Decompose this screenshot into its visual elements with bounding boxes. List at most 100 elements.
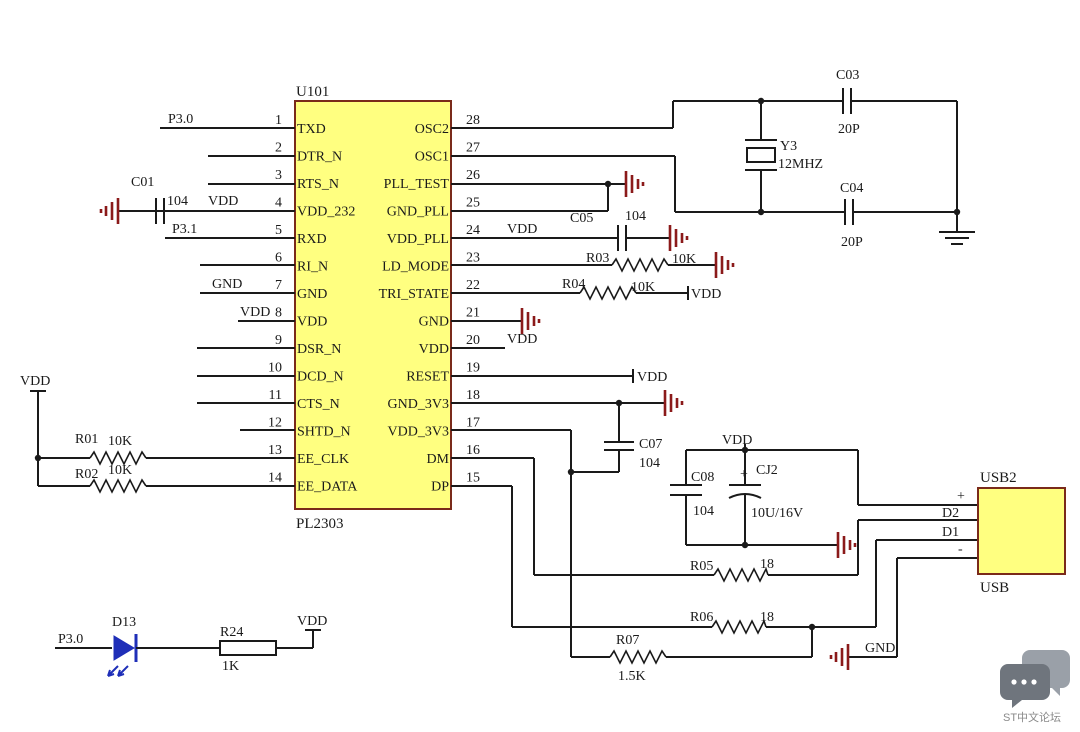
r02-value: 10K xyxy=(108,463,132,478)
r24-ref: R24 xyxy=(220,625,243,640)
pin-number-left: 9 xyxy=(275,333,282,348)
net-label-p30-pin1: P3.0 xyxy=(168,112,193,127)
pin-number-right: 20 xyxy=(466,333,480,348)
pin-number-right: 25 xyxy=(466,196,480,211)
pin-label-right: VDD_3V3 xyxy=(388,425,449,440)
left-nets: P3.0 VDD P3.1 GND VDD VDD xyxy=(20,112,295,487)
ground-symbol-pin21 xyxy=(520,308,541,334)
pin-label-left: VDD xyxy=(297,315,327,330)
pin-number-left: 12 xyxy=(268,416,282,431)
pin-number-right: 23 xyxy=(466,251,480,266)
y3-value: 12MHZ xyxy=(778,157,823,172)
pin-number-right: 21 xyxy=(466,306,480,321)
capacitor-c03: C03 20P xyxy=(836,68,860,137)
r06-ref: R06 xyxy=(690,610,713,625)
pin-number-left: 6 xyxy=(275,251,282,266)
pin-label-right: VDD_PLL xyxy=(387,232,449,247)
right-nets: VDD VDD VDD VDD xyxy=(451,97,978,658)
net-label-gnd-pin7: GND xyxy=(212,277,242,292)
resistor-r06: R06 18 xyxy=(690,610,774,635)
pin-label-left: RXD xyxy=(297,232,327,247)
usb-pin-d1: D1 xyxy=(942,525,959,540)
pin-label-right: LD_MODE xyxy=(382,260,449,275)
r07-ref: R07 xyxy=(616,633,639,648)
chip-u101: U101 PL2303 1TXD2DTR_N3RTS_N4VDD_2325RXD… xyxy=(268,84,480,532)
resistor-r01: R01 10K xyxy=(75,432,147,466)
c08-value: 104 xyxy=(693,504,714,519)
pin-number-left: 8 xyxy=(275,306,282,321)
r06-value: 18 xyxy=(760,610,774,625)
pin-label-right: GND_PLL xyxy=(387,205,449,220)
y3-ref: Y3 xyxy=(780,139,797,154)
c01-ref: C01 xyxy=(131,175,154,190)
d13-ref: D13 xyxy=(112,615,136,630)
net-label-vdd-reset: VDD xyxy=(637,370,667,385)
led-d13-icon xyxy=(113,635,135,661)
pin-label-left: VDD_232 xyxy=(297,205,355,220)
capacitor-c08: C08 104 xyxy=(670,470,714,519)
c01-value: 104 xyxy=(167,194,188,209)
net-label-vdd-left: VDD xyxy=(20,374,50,389)
pin-number-left: 11 xyxy=(269,388,282,403)
usb-body xyxy=(977,487,1066,575)
watermark-text: ST中文论坛 xyxy=(1003,710,1061,724)
ground-symbol-cj2 xyxy=(836,532,857,558)
chip-part: PL2303 xyxy=(296,516,344,532)
ground-symbol-c05 xyxy=(668,225,689,251)
pin-number-right: 22 xyxy=(466,278,480,293)
pin-number-right: 19 xyxy=(466,361,480,376)
c07-value: 104 xyxy=(639,456,660,471)
capacitor-cj2: + CJ2 10U/16V xyxy=(728,463,803,521)
pin-label-right: VDD xyxy=(419,342,449,357)
cj2-value: 10U/16V xyxy=(751,506,803,521)
resistor-r04: R04 10K xyxy=(562,277,655,301)
pin-label-right: DM xyxy=(426,452,449,467)
resistor-r24 xyxy=(219,640,277,656)
pin-number-right: 28 xyxy=(466,113,480,128)
chip-body xyxy=(294,100,452,510)
r03-value: 10K xyxy=(672,252,696,267)
pin-number-right: 18 xyxy=(466,388,480,403)
c08-ref: C08 xyxy=(691,470,714,485)
c04-value: 20P xyxy=(841,235,863,250)
pin-number-left: 1 xyxy=(275,113,282,128)
pin-number-left: 13 xyxy=(268,443,282,458)
net-label-p31-pin5: P3.1 xyxy=(172,222,197,237)
capacitor-c04: C04 20P xyxy=(840,181,863,250)
pin-label-left: EE_CLK xyxy=(297,452,349,467)
pin-label-left: DCD_N xyxy=(297,370,344,385)
capacitor-c01: C01 104 xyxy=(131,175,188,224)
c05-value: 104 xyxy=(625,209,646,224)
resistor-r05: R05 18 xyxy=(690,557,774,583)
capacitor-c05: C05 104 xyxy=(570,209,646,251)
pin-label-left: GND xyxy=(297,287,327,302)
pin-number-right: 27 xyxy=(466,141,480,156)
c07-ref: C07 xyxy=(639,437,662,452)
cj2-polarity: + xyxy=(740,467,748,482)
pin-label-right: GND_3V3 xyxy=(388,397,449,412)
pin-number-left: 2 xyxy=(275,141,282,156)
chat-bubble-icon xyxy=(1000,650,1070,708)
pin-label-right: PLL_TEST xyxy=(384,177,450,192)
resistor-r03: R03 10K xyxy=(586,251,696,273)
pin-label-right: DP xyxy=(431,480,449,495)
pin-label-left: SHTD_N xyxy=(297,425,351,440)
r07-value: 1.5K xyxy=(618,669,646,684)
r01-value: 10K xyxy=(108,434,132,449)
pin-label-right: GND xyxy=(419,315,449,330)
pin-number-left: 5 xyxy=(275,223,282,238)
r01-ref: R01 xyxy=(75,432,98,447)
r02-ref: R02 xyxy=(75,467,98,482)
pin-number-right: 17 xyxy=(466,416,480,431)
net-label-vdd-pin8: VDD xyxy=(240,305,270,320)
pin-number-right: 15 xyxy=(466,471,480,486)
ground-symbol-pll xyxy=(624,171,645,197)
pin-label-right: OSC1 xyxy=(415,150,449,165)
net-label-vdd-led: VDD xyxy=(297,614,327,629)
crystal-y3: Y3 12MHZ xyxy=(745,139,823,172)
c03-ref: C03 xyxy=(836,68,859,83)
watermark: ST中文论坛 xyxy=(1000,650,1070,724)
usb-connector: USB2 USB + D2 D1 - xyxy=(942,470,1066,596)
usb-pin-minus: - xyxy=(958,542,963,557)
resistor-r02: R02 10K xyxy=(75,463,147,494)
